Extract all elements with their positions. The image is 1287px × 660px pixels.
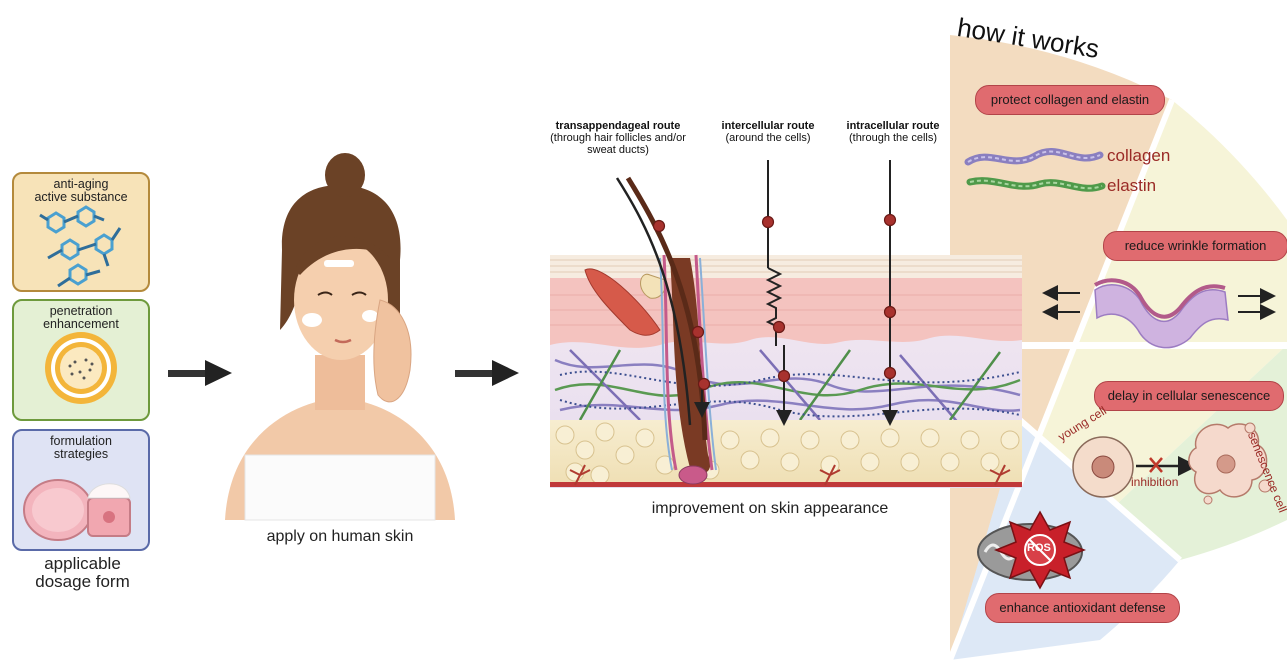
intercellular-route-label: intercellular route (around the cells) [718, 120, 818, 144]
flow-arrow-2 [455, 360, 519, 386]
young-cell [1073, 437, 1133, 497]
collagen-label: collagen [1107, 146, 1170, 166]
intracellular-route-subtitle: (through the cells) [849, 132, 937, 144]
transappendageal-route-subtitle: (through hair follicles and/or sweat duc… [550, 132, 686, 156]
skin-caption: improvement on skin appearance [590, 500, 950, 518]
transappendageal-route-title: transappendageal route [556, 120, 681, 132]
formulation-strategies-title: formulation strategies [14, 435, 148, 461]
dosage-form-caption: applicable dosage form [10, 555, 155, 591]
intracellular-route-title: intracellular route [847, 120, 940, 132]
ros-label: ROS [1027, 542, 1051, 554]
mechanism-protect-collagen: protect collagen and elastin [975, 85, 1165, 115]
mechanism-antioxidant: enhance antioxidant defense [985, 593, 1180, 623]
penetration-enhancement-title: penetration enhancement [14, 305, 148, 331]
elastin-label: elastin [1107, 176, 1156, 196]
woman-illustration [225, 153, 455, 520]
intercellular-route-title: intercellular route [722, 120, 815, 132]
flow-arrow-1 [168, 360, 232, 386]
active-substance-box: anti-aging active substance [12, 172, 150, 292]
intercellular-route-subtitle: (around the cells) [726, 132, 811, 144]
formulation-strategies-box: formulation strategies [12, 429, 150, 551]
inhibition-label: inhibition [1131, 475, 1178, 489]
apply-caption: apply on human skin [225, 528, 455, 546]
active-substance-title: anti-aging active substance [14, 178, 148, 204]
mechanism-delay-senescence: delay in cellular senescence [1094, 381, 1284, 411]
transappendageal-route-label: transappendageal route (through hair fol… [548, 120, 688, 156]
intracellular-route-label: intracellular route (through the cells) [838, 120, 948, 144]
mechanism-reduce-wrinkle: reduce wrinkle formation [1103, 231, 1287, 261]
penetration-enhancement-box: penetration enhancement [12, 299, 150, 421]
